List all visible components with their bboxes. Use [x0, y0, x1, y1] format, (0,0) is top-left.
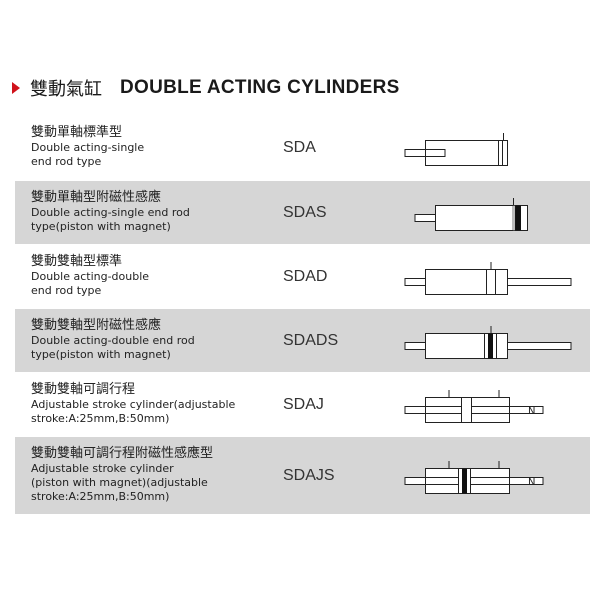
- row-name-en-line: (piston with magnet)(adjustable: [31, 476, 208, 489]
- row-name-en-line: stroke:A:25mm,B:50mm): [31, 412, 170, 425]
- row-model-code: SDAD: [283, 268, 328, 285]
- row-name-en-line: Double acting-double: [31, 270, 150, 283]
- row-model-code: SDA: [283, 139, 316, 156]
- table-row: 雙動雙軸可調行程附磁性感應型 Adjustable stroke cylinde…: [15, 436, 590, 514]
- row-name-en-line: end rod type: [31, 155, 102, 168]
- nut-label: N: [528, 406, 535, 417]
- row-description: 雙動單軸型附磁性感應 Double acting-single end rod …: [31, 189, 271, 234]
- double-rod-cylinder-icon: [403, 249, 575, 305]
- header-title-en: DOUBLE ACTING CYLINDERS: [120, 77, 400, 98]
- row-description: 雙動雙軸可調行程 Adjustable stroke cylinder(adju…: [31, 381, 271, 426]
- row-name-en-line: Double acting-single end rod: [31, 206, 190, 219]
- header-title-zh: 雙動氣缸: [30, 79, 102, 100]
- table-row: 雙動雙軸型附磁性感應 Double acting-double end rod …: [15, 308, 590, 372]
- row-description: 雙動單軸標準型 Double acting-single end rod typ…: [31, 124, 271, 169]
- row-description: 雙動雙軸可調行程附磁性感應型 Adjustable stroke cylinde…: [31, 445, 271, 504]
- row-model-code: SDADS: [283, 332, 339, 349]
- row-name-zh: 雙動雙軸型標準: [31, 254, 123, 269]
- row-name-en-line: end rod type: [31, 284, 102, 297]
- cylinder-table: 雙動單軸標準型 Double acting-single end rod typ…: [15, 116, 590, 514]
- row-name-en-line: Adjustable stroke cylinder(adjustable: [31, 398, 236, 411]
- row-name-en-line: type(piston with magnet): [31, 220, 171, 233]
- table-row: 雙動雙軸可調行程 Adjustable stroke cylinder(adju…: [15, 372, 590, 436]
- adjustable-stroke-cylinder-icon: N: [403, 377, 575, 433]
- row-name-en-line: Double acting-double end rod: [31, 334, 195, 347]
- row-model-code: SDAS: [283, 204, 327, 221]
- adjustable-stroke-magnet-cylinder-icon: N: [403, 448, 575, 504]
- row-name-zh: 雙動雙軸型附磁性感應: [31, 318, 162, 333]
- row-name-en-line: type(piston with magnet): [31, 348, 171, 361]
- row-description: 雙動雙軸型標準 Double acting-double end rod typ…: [31, 253, 271, 298]
- table-row: 雙動單軸標準型 Double acting-single end rod typ…: [15, 116, 590, 180]
- row-name-en-line: Adjustable stroke cylinder: [31, 462, 174, 475]
- row-name-zh: 雙動雙軸可調行程附磁性感應型: [31, 446, 214, 461]
- double-rod-magnet-cylinder-icon: [403, 313, 575, 369]
- row-name-en-line: stroke:A:25mm,B:50mm): [31, 490, 170, 503]
- row-name-zh: 雙動單軸標準型: [31, 125, 123, 140]
- bullet-arrow-icon: [12, 82, 20, 94]
- row-description: 雙動雙軸型附磁性感應 Double acting-double end rod …: [31, 317, 271, 362]
- single-rod-cylinder-icon: [403, 120, 575, 176]
- row-name-en-line: Double acting-single: [31, 141, 145, 154]
- section-header: 雙動氣缸 DOUBLE ACTING CYLINDERS: [12, 76, 400, 100]
- row-model-code: SDAJS: [283, 467, 335, 484]
- nut-label: N: [528, 477, 535, 488]
- table-row: 雙動雙軸型標準 Double acting-double end rod typ…: [15, 244, 590, 308]
- row-name-zh: 雙動雙軸可調行程: [31, 382, 136, 397]
- row-name-zh: 雙動單軸型附磁性感應: [31, 190, 162, 205]
- single-rod-magnet-cylinder-icon: [403, 185, 575, 241]
- row-model-code: SDAJ: [283, 396, 324, 413]
- table-row: 雙動單軸型附磁性感應 Double acting-single end rod …: [15, 180, 590, 244]
